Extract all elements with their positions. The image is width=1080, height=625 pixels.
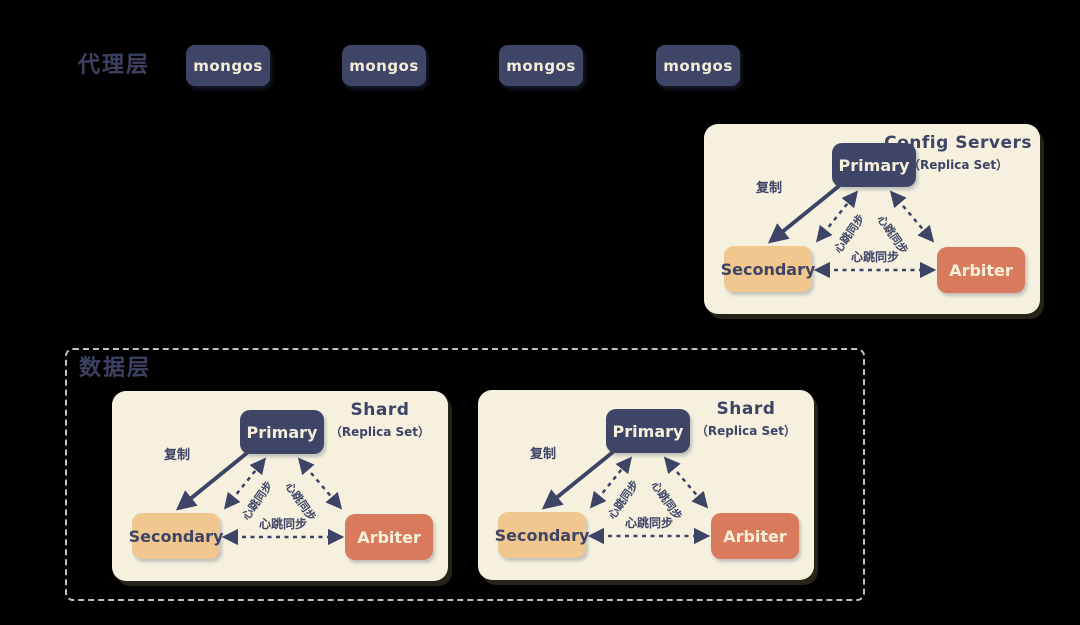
config-servers-title: Config Servers [884,133,1032,153]
data-layer-container [65,348,865,601]
config-servers-subtitle: （Replica Set） [908,158,1009,172]
proxy-layer-label: 代理层 [78,53,151,78]
heartbeat-label-bottom: 心跳同步 [850,250,899,264]
replicate-label: 复制 [164,448,191,463]
shard-2-subtitle: （Replica Set） [695,424,796,438]
heartbeat-label-bottom: 心跳同步 [258,517,307,531]
config-servers-panel: Config Servers （Replica Set） 复制 心跳同步 心跳同… [704,124,1040,314]
shard-2-panel: Shard （Replica Set） 复制 心跳同步 心跳同步 心跳同步 Pr… [478,390,814,580]
shard-2-title-block: Shard （Replica Set） [696,399,796,439]
mongos-node-2: mongos [342,45,426,86]
replicate-label: 复制 [756,181,783,196]
shard-2-title: Shard [716,399,776,419]
shard-1-title-block: Shard （Replica Set） [330,400,430,440]
data-layer-label: 数据层 [79,356,152,381]
shard-1-title: Shard [350,400,410,420]
arbiter-node: Arbiter [937,247,1025,293]
mongos-node-4: mongos [656,45,740,86]
secondary-node: Secondary [721,246,815,292]
shard-1-subtitle: （Replica Set） [329,425,430,439]
secondary-node: Secondary [129,513,223,559]
config-servers-title-block: Config Servers （Replica Set） [884,133,1032,173]
primary-node: Primary [832,143,916,187]
primary-node: Primary [606,409,690,453]
arbiter-node: Arbiter [345,514,433,560]
arbiter-node: Arbiter [711,513,799,559]
replicate-label: 复制 [530,447,557,462]
secondary-node: Secondary [495,512,589,558]
shard-1-panel: Shard （Replica Set） 复制 心跳同步 心跳同步 心跳同步 Pr… [112,391,448,581]
mongos-node-1: mongos [186,45,270,86]
mongos-node-3: mongos [499,45,583,86]
heartbeat-label-bottom: 心跳同步 [624,516,673,530]
primary-node: Primary [240,410,324,454]
